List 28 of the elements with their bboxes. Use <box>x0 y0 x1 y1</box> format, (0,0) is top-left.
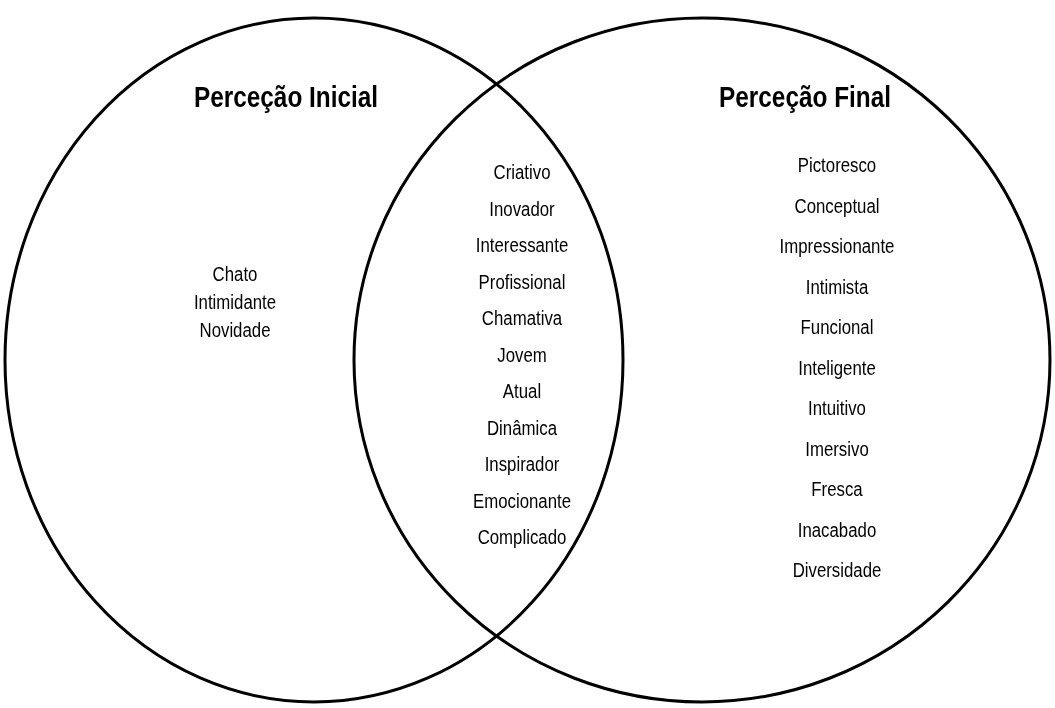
term-text: Interessante <box>475 233 569 257</box>
term-text: Impressionante <box>779 234 895 258</box>
venn-circle <box>3 16 625 704</box>
term-text: Complicado <box>477 525 567 549</box>
term-text: Imersivo <box>805 436 869 461</box>
term-text: Dinâmica <box>487 415 557 440</box>
term-text: Inspirador <box>484 452 560 476</box>
term-text: Diversidade <box>792 558 882 582</box>
term-text: Chato <box>212 262 258 286</box>
circle-heading: Perceção Final <box>719 80 891 114</box>
term-text: Jovem <box>497 342 547 367</box>
term-text: Atual <box>502 379 542 403</box>
term-text: Intimidante <box>193 290 277 314</box>
term-text: Inovador <box>489 196 555 221</box>
term-text: Conceptual <box>794 193 880 218</box>
term-text: Funcional <box>800 315 874 339</box>
term-text: Inteligente <box>798 355 876 380</box>
term-text: Fresca <box>811 477 863 501</box>
term-text: Emocionante <box>472 488 572 513</box>
term-text: Intuitivo <box>808 396 866 420</box>
term-text: Intimista <box>805 274 869 299</box>
term-text: Inacabado <box>797 517 877 542</box>
circle-heading: Perceção Inicial <box>193 80 379 114</box>
term-text: Profissional <box>478 269 566 294</box>
term-text: Pictoresco <box>797 153 877 177</box>
term-text: Criativo <box>493 160 551 184</box>
term-text: Novidade <box>199 318 271 342</box>
term-text: Chamativa <box>481 306 563 330</box>
